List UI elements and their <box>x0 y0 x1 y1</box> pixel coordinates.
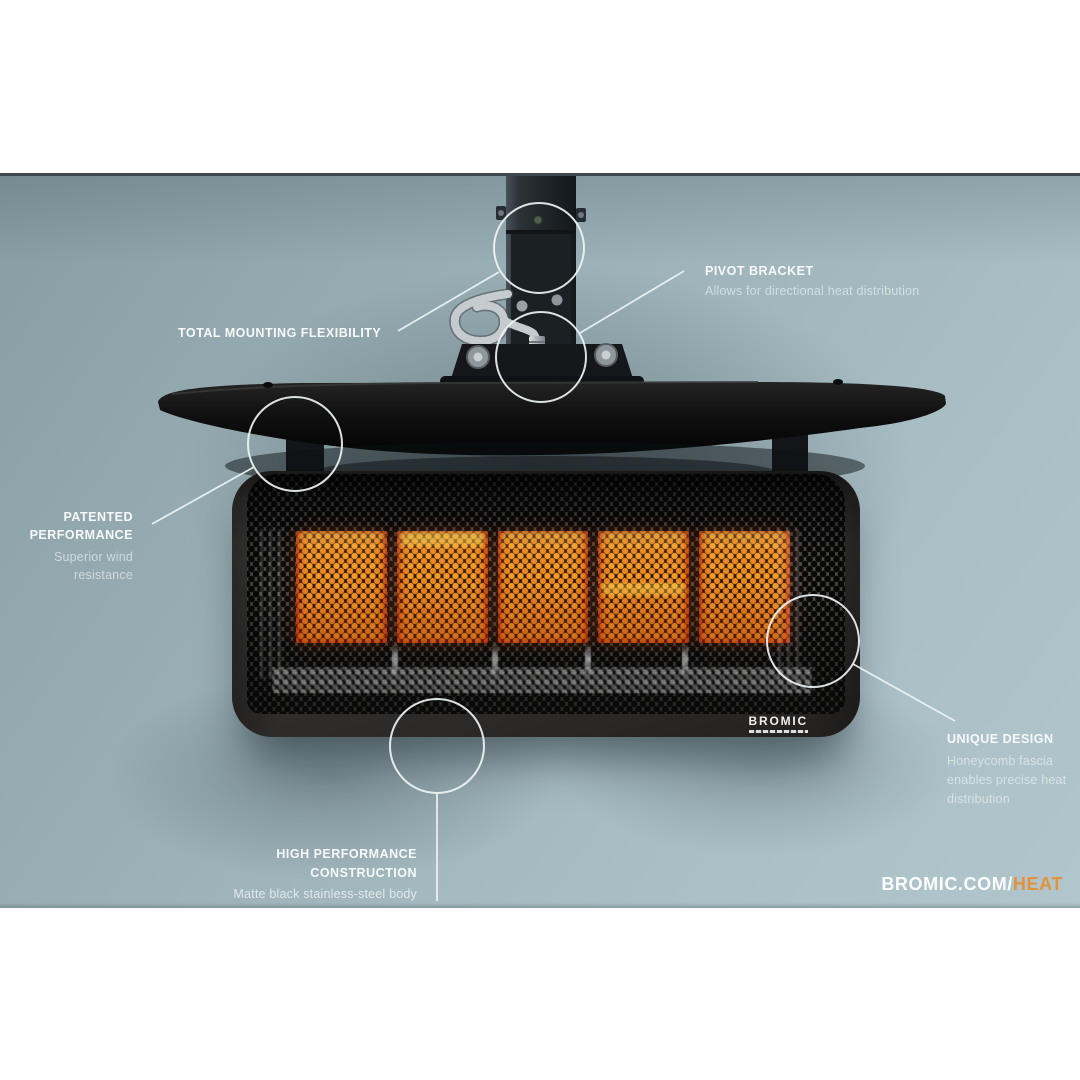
leader-line-mounting <box>397 271 500 332</box>
callout-description-line: resistance <box>74 568 133 582</box>
callout-description-line: enables precise heat <box>947 773 1067 787</box>
callout-circle-construction <box>389 698 485 794</box>
bromic-logo-text: BROMIC <box>748 714 808 728</box>
wall-bottom-edge <box>0 903 1080 908</box>
callout-title: TOTAL MOUNTING FLEXIBILITY <box>178 326 382 340</box>
canopy <box>158 379 946 456</box>
callout-circle-mounting <box>493 202 585 294</box>
callout-description-line: Superior wind <box>53 550 133 564</box>
callout-title: PIVOT BRACKET <box>705 264 814 278</box>
callout-circle-patented <box>247 396 343 492</box>
leader-line-pivot <box>579 270 685 334</box>
callout-unique-design: UNIQUE DESIGN Honeycomb fascia enables p… <box>947 730 1066 809</box>
callout-pivot-bracket: PIVOT BRACKET Allows for directional hea… <box>705 262 919 300</box>
brand-url: BROMIC.COM/HEAT <box>881 874 1063 895</box>
callout-title-line: PERFORMANCE <box>29 528 133 542</box>
callout-title: UNIQUE DESIGN <box>947 732 1054 746</box>
callout-total-mounting: TOTAL MOUNTING FLEXIBILITY <box>178 324 381 342</box>
gas-hose <box>449 288 541 347</box>
callout-description-line: Honeycomb fascia <box>947 754 1054 768</box>
callout-description: Allows for directional heat distribution <box>705 284 920 298</box>
callout-patented-performance: PATENTED PERFORMANCE Superior wind resis… <box>30 508 133 584</box>
bromic-logo-subtext-bar <box>748 730 808 733</box>
callout-title-line: CONSTRUCTION <box>310 866 417 880</box>
brand-url-domain: BROMIC.COM/ <box>881 874 1013 894</box>
callout-title-line: PATENTED <box>63 510 133 524</box>
leader-line-unique <box>852 663 956 722</box>
callout-description: Superior wind resistance <box>30 548 133 584</box>
bromic-logo: BROMIC <box>748 714 808 733</box>
callout-circle-unique <box>766 594 860 688</box>
callout-high-performance: HIGH PERFORMANCE CONSTRUCTION Matte blac… <box>233 845 417 903</box>
brand-url-heat: HEAT <box>1012 874 1063 894</box>
callout-description: Honeycomb fascia enables precise heat di… <box>947 752 1066 809</box>
callout-circle-pivot <box>495 311 587 403</box>
leader-line-patented <box>151 466 255 525</box>
callout-description-line: distribution <box>947 792 1010 806</box>
callout-title-line: HIGH PERFORMANCE <box>276 847 417 861</box>
callout-description: Matte black stainless-steel body <box>233 887 417 901</box>
